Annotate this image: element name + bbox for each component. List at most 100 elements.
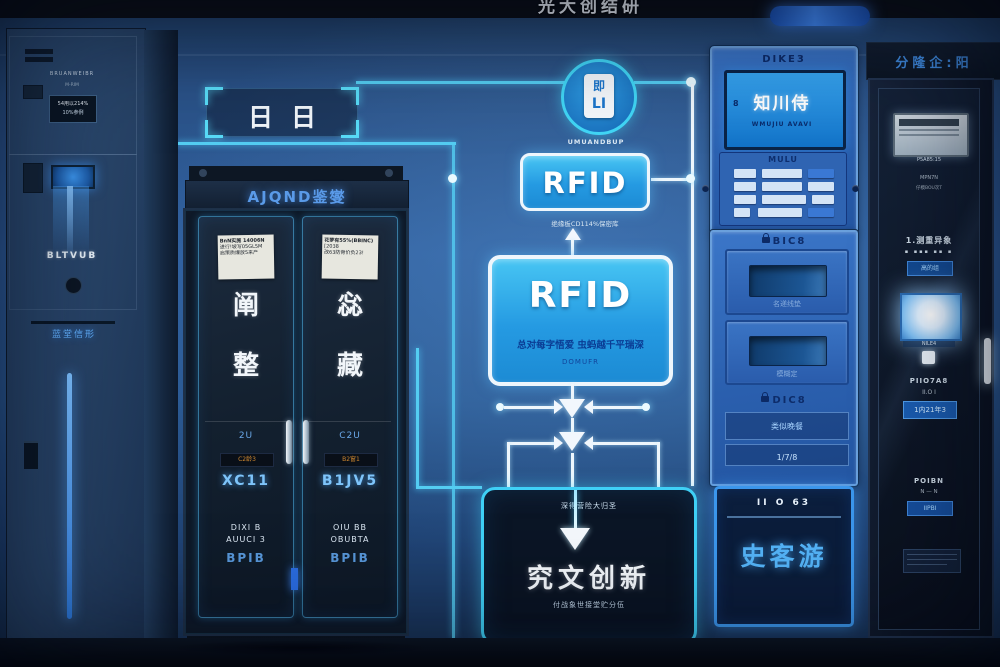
screen-caption: NILE4 — [903, 341, 955, 347]
keypad-key[interactable] — [734, 208, 750, 217]
server-unit-image — [893, 113, 969, 157]
flow-stem — [571, 453, 574, 489]
option-row-2[interactable]: 1/7/8 — [725, 444, 849, 466]
rfid-small-box[interactable]: RFID — [520, 153, 650, 211]
arrow-up-stem — [571, 240, 574, 255]
device-caption: P5A85:15 — [916, 157, 942, 163]
keypad-key[interactable] — [734, 182, 756, 191]
connector-branch-horizontal — [416, 486, 482, 489]
wall-seam — [0, 54, 1000, 56]
cabinet-door-left[interactable]: BnN实施 14006N 进行!坡写05GL5M 启策质爆放5来产 阐 整 2U… — [198, 216, 294, 618]
lock-icon — [761, 233, 770, 243]
rfid-small-label: RFID — [542, 166, 628, 200]
server-slot — [899, 119, 959, 126]
tag-box[interactable]: 日日 — [205, 87, 359, 138]
rack-item-title: 1.测重异象 — [905, 236, 953, 245]
faint-panel — [903, 549, 961, 573]
result-top-caption: 深得营险大归圣 — [561, 502, 617, 510]
connector-badge-to-node — [634, 81, 692, 84]
door-handle-right[interactable] — [303, 420, 309, 464]
lock-icon — [761, 392, 770, 402]
keypad-key[interactable] — [734, 169, 756, 178]
keypad-title: MULU — [768, 155, 798, 164]
sticker-line: 启策质爆放5来产 — [219, 249, 259, 257]
center-led-chip — [291, 568, 298, 590]
connector-tag-to-badge — [356, 81, 566, 84]
keypad-key[interactable] — [808, 169, 834, 178]
keypad-key[interactable] — [808, 182, 834, 191]
faint-line — [907, 554, 957, 555]
floor-shadow — [170, 640, 430, 656]
cabinet-round-button[interactable] — [65, 277, 82, 294]
bolt — [199, 169, 207, 177]
faint-line — [907, 564, 947, 565]
door-code: XC11 — [221, 473, 271, 489]
cabinet-header: AJQND鉴燮 — [185, 180, 409, 210]
display-line: 54用以214% — [57, 101, 89, 107]
keypad-key[interactable] — [762, 195, 806, 204]
drawer-recess — [749, 336, 827, 366]
arrow-left-icon — [584, 400, 593, 414]
arrow-down-icon — [559, 432, 585, 451]
keypad-key[interactable] — [758, 208, 802, 217]
right-panel-top: DIKE3 知川侍 8 WMUJIU AVAVI MULU — [702, 45, 859, 235]
door-handle-left[interactable] — [286, 420, 292, 464]
rfid-large-box[interactable]: RFID 总对每字悟爱 虫蚂越千平瑞深 DOMUFR — [488, 255, 673, 386]
cabinet-keyhole[interactable] — [24, 441, 38, 469]
result-box[interactable]: 深得营险大归圣 究文创新 付战象世接堂贮分伍 — [481, 487, 697, 645]
rack-header: 分隆企:阳 — [866, 42, 1000, 80]
arrow-cap-dot — [496, 403, 504, 411]
page-title: 光大创结研 — [538, 0, 643, 17]
drawer-caption: 模糊定 — [776, 370, 798, 378]
bolt — [385, 169, 393, 177]
keypad-key[interactable] — [762, 182, 802, 191]
server-line — [899, 129, 959, 131]
keypad-key[interactable] — [762, 169, 802, 178]
panel-screen-caption: WMUJIU AVAVI — [751, 121, 813, 128]
cabinet-panel-sublabel: M-RIM — [65, 83, 79, 88]
rack-info-line: 仔模BOU次T — [915, 186, 943, 191]
corner-bracket — [341, 120, 359, 138]
right-panel-mid: BIC8 名递线垫 模糊定 DIC8 类似晚餐 1/7/8 — [709, 229, 859, 487]
rack-badge: 1内21年3 — [903, 401, 957, 419]
keypad-key[interactable] — [812, 195, 834, 204]
keypad-panel[interactable]: MULU — [702, 152, 859, 226]
door-badge: 2U — [238, 431, 254, 441]
rack-led-bar — [984, 338, 991, 384]
rack-badge: 高的组 — [907, 261, 953, 276]
section-header: BIC8 — [712, 233, 856, 247]
rack-glass-door[interactable]: P5A85:15 MPN7N 仔模BOU次T 1.测重异象 ▪ ▪▪▪ ▪▪ ▪… — [878, 88, 980, 630]
keypad-key[interactable] — [808, 208, 834, 217]
keypad-key[interactable] — [734, 195, 756, 204]
panel-screen: 知川侍 8 WMUJIU AVAVI — [724, 70, 846, 150]
flow-branch-left — [507, 442, 510, 488]
drawer-recess — [749, 265, 827, 297]
right-panel-bottom[interactable]: II O 63 史客游 — [714, 486, 854, 627]
rack-text-line: PIIO7A8 — [909, 377, 949, 385]
cabinet-display: 54用以214% 10%参例 — [49, 95, 97, 123]
door-strip-label: C2龄3 — [220, 453, 274, 467]
cabinet-divider — [31, 321, 115, 324]
rack-badge: IIPBI — [907, 501, 953, 516]
cabinet-switch-block[interactable] — [23, 163, 43, 193]
arrow-right-icon — [554, 436, 563, 450]
display-line: 10%参例 — [62, 110, 84, 116]
door-sticker: BnN实施 14006N 进行!坡写05GL5M 启策质爆放5来产 — [217, 234, 275, 280]
option-row-1[interactable]: 类似晚餐 — [725, 412, 849, 440]
badge-icon-glyph: 即 — [592, 79, 605, 93]
arrow-up-icon — [565, 228, 581, 240]
title-bar: 光大创结研 — [0, 0, 1000, 18]
badge-circle[interactable]: 即 LI — [561, 59, 637, 135]
door-glyph-bottom: 整 — [232, 351, 259, 381]
drawer-slot-2[interactable]: 模糊定 — [725, 320, 849, 385]
rack-item-dots: ▪ ▪▪▪ ▪▪ ▪ — [904, 249, 954, 255]
figure-icon — [922, 351, 935, 364]
corner-bracket — [205, 120, 223, 138]
connector-rfid1-right — [651, 178, 689, 181]
connector-branch-vertical — [416, 348, 419, 488]
server-line — [899, 134, 959, 136]
drawer-slot-1[interactable]: 名递线垫 — [725, 249, 849, 315]
cabinet-door-right[interactable]: 花萝有55%(BBINC) [2038 改63防骨价负23! 惢 藏 C2U B… — [302, 216, 398, 618]
option-row-label: 1/7/8 — [776, 453, 798, 462]
